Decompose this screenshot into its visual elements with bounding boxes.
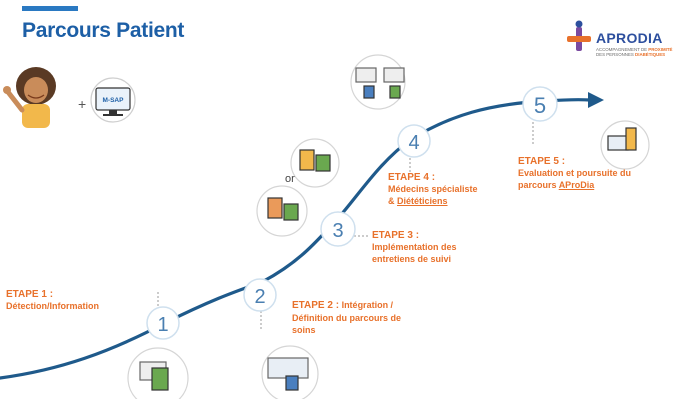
step-2-title: ETAPE 2 : [292, 300, 340, 311]
illustration-step4 [350, 54, 406, 110]
illustration-step3a [290, 138, 340, 188]
step-2-line-2: soins [292, 325, 316, 335]
path-arrowhead [588, 92, 604, 108]
plus-sign: + [78, 96, 87, 112]
step-number-4: 4 [408, 132, 419, 154]
monitor-label: M-SAP [103, 97, 125, 104]
step-number-1: 1 [157, 314, 168, 336]
logo-tagline-1: ACCOMPAGNEMENT DE PROXIMITÉ [596, 47, 673, 52]
step-4-text: ETAPE 4 : Médecins spécialiste & Diététi… [388, 172, 478, 207]
illustration-step2 [261, 345, 319, 399]
step-2-title-rest: Intégration / [341, 300, 394, 310]
step-5-title: ETAPE 5 : [518, 156, 566, 167]
step-3-line-2: entretiens de suivi [372, 254, 452, 264]
step-1-title: ETAPE 1 : [6, 289, 54, 300]
step-5-line-2: parcours AProDia [518, 180, 595, 190]
step-5-text: ETAPE 5 : Evaluation et poursuite du par… [518, 156, 631, 191]
or-label: or [285, 173, 295, 185]
step-number-3: 3 [332, 220, 343, 242]
step-4-line-1: Médecins spécialiste [388, 184, 478, 194]
step-circle-3 [320, 211, 356, 247]
step-2-text: ETAPE 2 : Intégration / Définition du pa… [292, 299, 401, 336]
aprodia-logo-icon [567, 20, 591, 51]
step-3-line-1: Implémentation des [372, 242, 457, 252]
step-1-text: ETAPE 1 : Détection/Information [6, 289, 99, 312]
step-2-line-1: Définition du parcours de [292, 313, 402, 323]
step-4-line-2: & Diététiciens [388, 196, 448, 206]
step-2-title-line: ETAPE 2 : Intégration / [292, 299, 401, 312]
step-circle-2 [243, 278, 277, 312]
patient-avatar-icon [3, 67, 56, 128]
logo-tagline-2: DES PERSONNES DIABÉTIQUES [596, 52, 666, 57]
illustration-step1 [127, 347, 189, 399]
illustration-step5 [600, 120, 650, 170]
step-number-2: 2 [254, 286, 265, 308]
step-3-text: ETAPE 3 : Implémentation des entretiens … [372, 230, 457, 265]
title-underline [22, 6, 78, 11]
logo-name: APRODIA [596, 30, 663, 46]
step-3-title: ETAPE 3 : [372, 230, 420, 241]
step-circle-5 [522, 86, 558, 122]
step-4-title: ETAPE 4 : [388, 172, 436, 183]
step-circle-4 [397, 124, 431, 158]
patient-path-curve [0, 97, 592, 380]
step-5-line-1: Evaluation et poursuite du [518, 168, 632, 178]
illustration-step3b [256, 185, 308, 237]
page-title: Parcours Patient [22, 19, 185, 42]
monitor-icon [90, 77, 136, 123]
step-circle-1 [146, 306, 180, 340]
step-1-line-1: Détection/Information [6, 301, 100, 311]
step-number-5: 5 [534, 93, 546, 118]
